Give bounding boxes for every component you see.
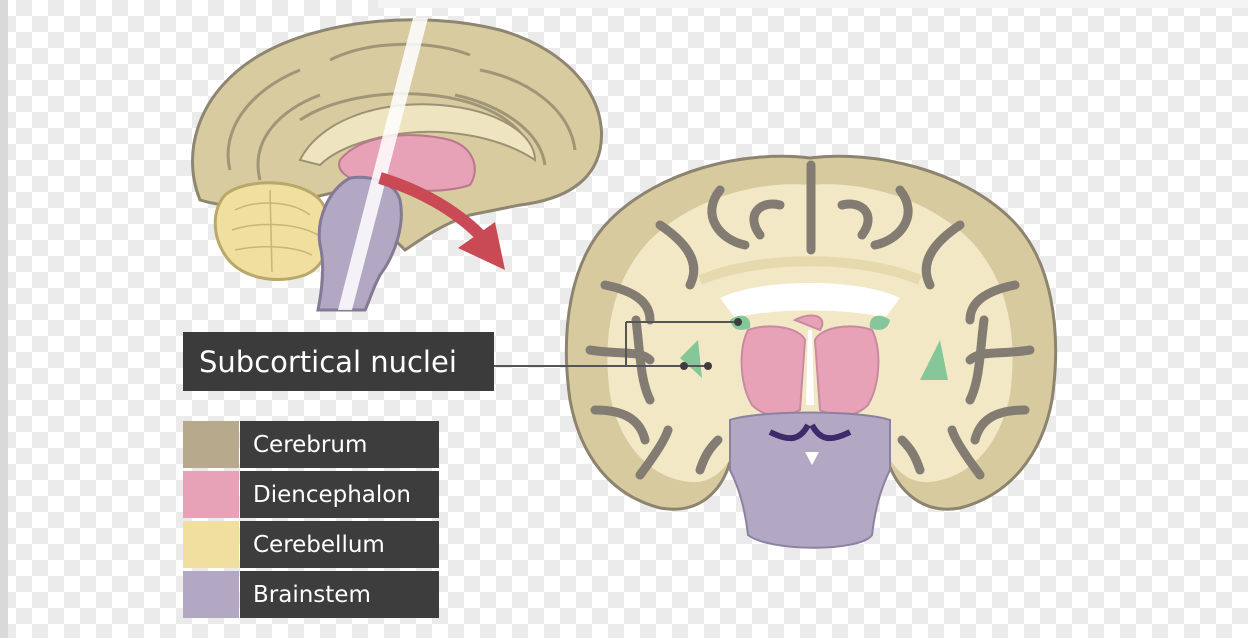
sagittal-cerebellum — [215, 183, 330, 280]
subcortical-nuclei-label: Subcortical nuclei — [183, 332, 494, 391]
legend-label-cerebellum: Cerebellum — [240, 521, 439, 568]
legend-item-cerebellum: Cerebellum — [183, 521, 439, 568]
legend-swatch-diencephalon — [183, 471, 239, 518]
legend-label-diencephalon: Diencephalon — [240, 471, 439, 518]
sagittal-brain-view — [193, 18, 602, 310]
legend-swatch-brainstem — [183, 571, 239, 618]
coronal-brain-view — [494, 156, 1056, 547]
legend-item-brainstem: Brainstem — [183, 571, 439, 618]
legend-label-cerebrum: Cerebrum — [240, 421, 439, 468]
legend-swatch-cerebrum — [183, 421, 239, 468]
legend-swatch-cerebellum — [183, 521, 239, 568]
legend-item-cerebrum: Cerebrum — [183, 421, 439, 468]
coronal-brainstem — [730, 413, 890, 548]
legend-label-brainstem: Brainstem — [240, 571, 439, 618]
legend-item-diencephalon: Diencephalon — [183, 471, 439, 518]
